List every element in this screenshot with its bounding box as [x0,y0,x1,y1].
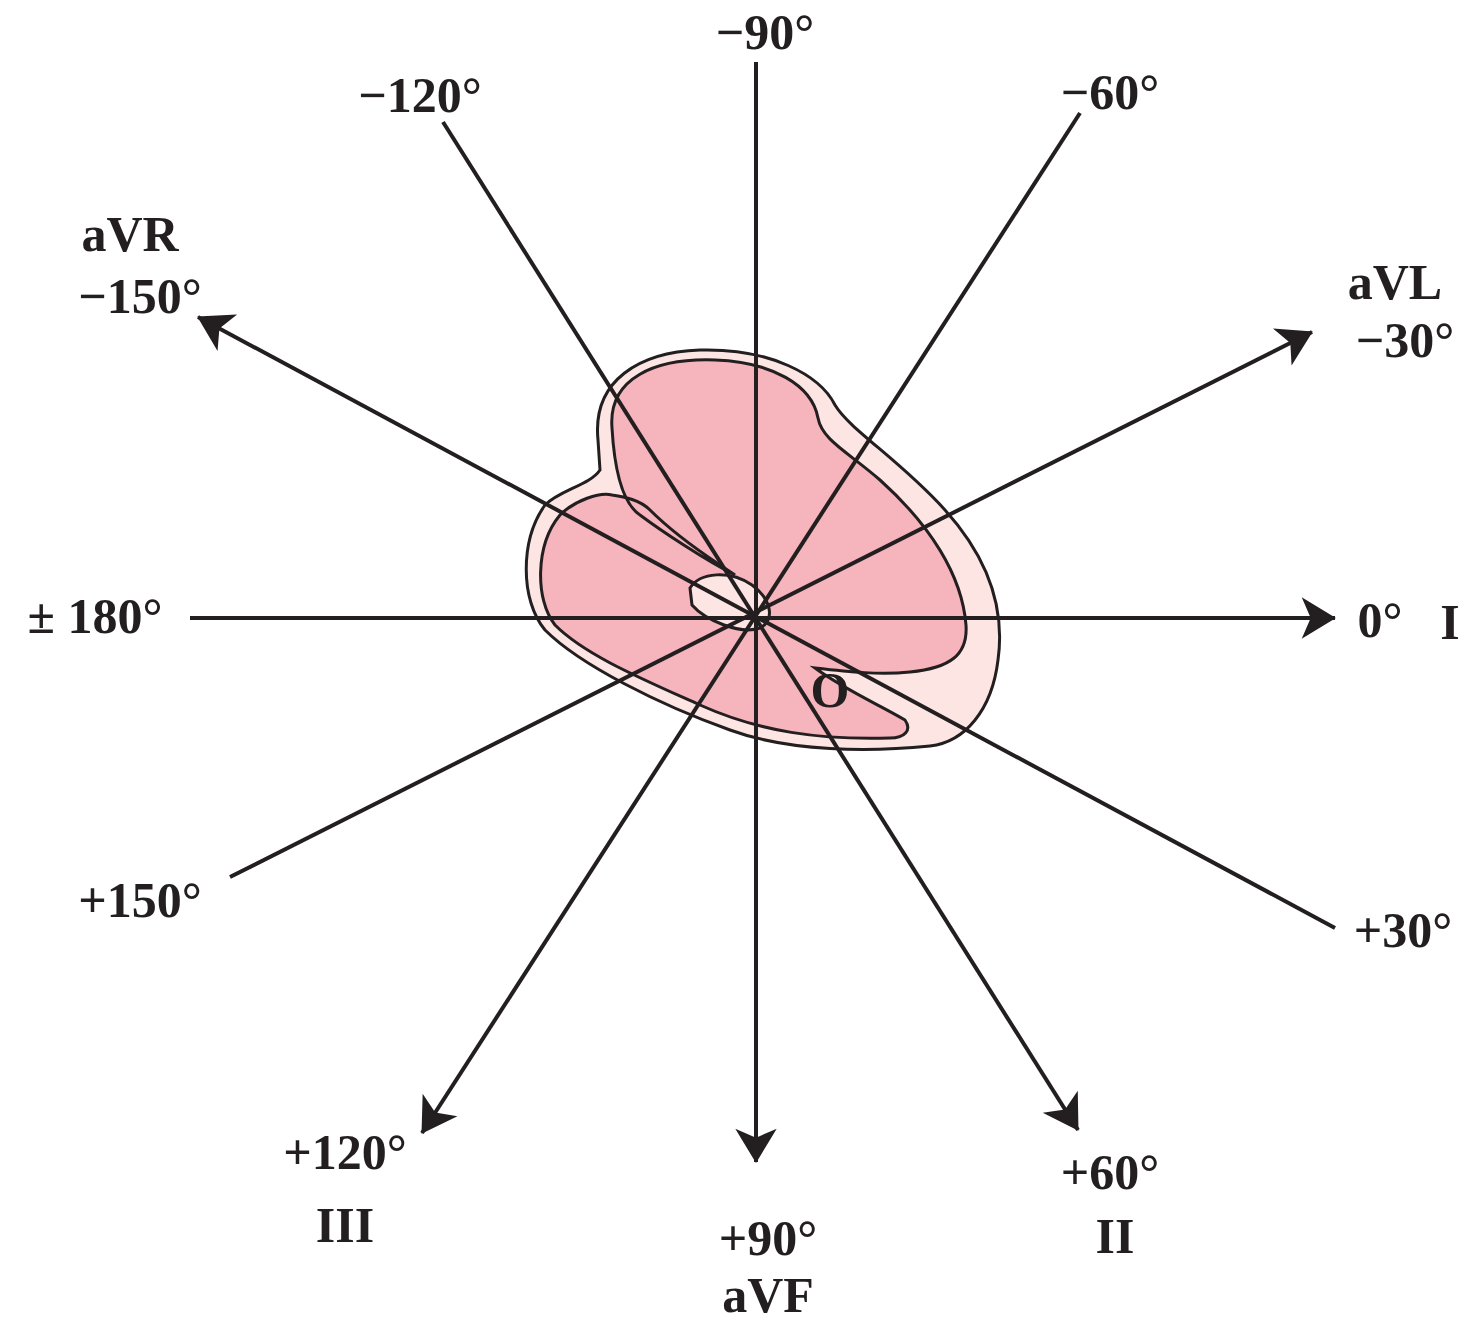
angle-label: −120° [358,70,482,120]
lead-name: aVR [81,209,178,259]
heart-chambers [541,360,967,738]
angle-label: −30° [1356,315,1455,365]
axis-lead-iii [422,113,1080,1133]
lead-name: III [316,1200,374,1250]
angle-label: −90° [716,7,815,57]
angle-label: +90° [719,1213,818,1263]
angle-label: 0° [1358,595,1403,645]
axis-lead-ii [443,122,1078,1130]
lead-name: aVL [1348,257,1442,307]
angle-label: +30° [1354,905,1453,955]
heart-outline [526,350,999,750]
angle-label: +120° [283,1127,407,1177]
lead-name: aVF [722,1270,814,1320]
origin-label: O [811,665,850,715]
lead-name: II [1096,1211,1135,1261]
angle-label: +60° [1061,1147,1160,1197]
axis-avl [230,332,1312,877]
angle-label: −60° [1061,67,1160,117]
axis-avr [198,317,1335,928]
angle-label: −150° [78,271,202,321]
heart-drawing [526,350,999,750]
angle-label: +150° [78,875,202,925]
lead-name: I [1440,597,1459,647]
lead-axes [190,62,1335,1162]
angle-label: ± 180° [28,591,163,641]
